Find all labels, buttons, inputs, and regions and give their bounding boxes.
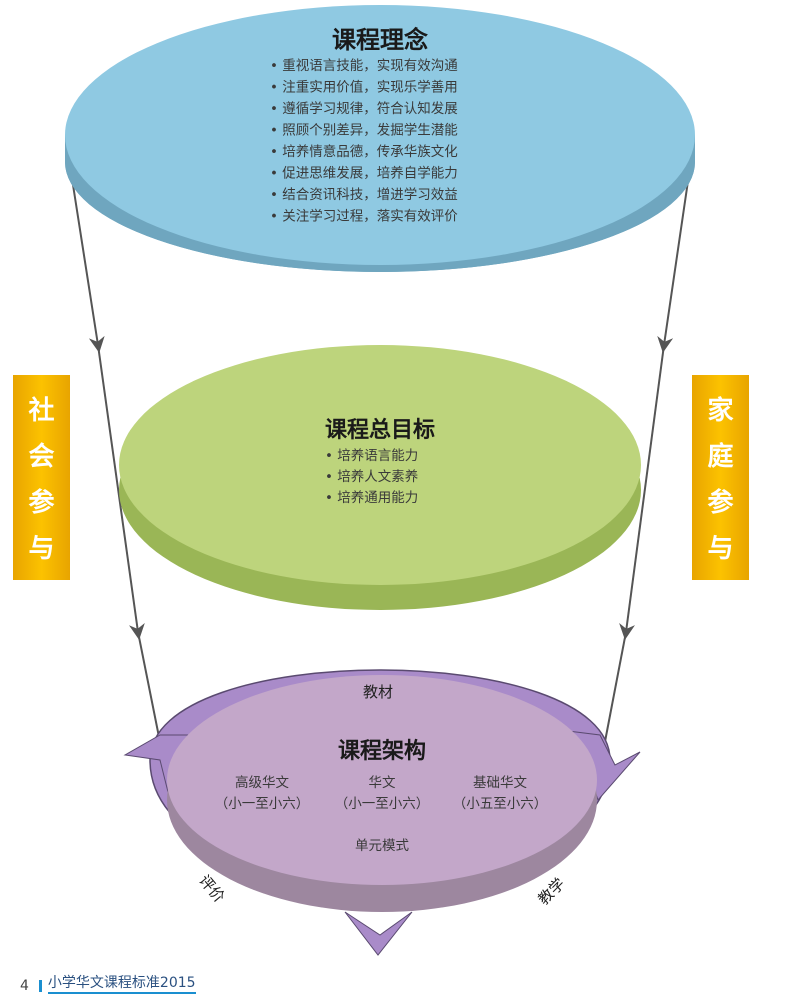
list-item: • 重视语言技能，实现有效沟通 (270, 58, 458, 74)
list-item: • 培养通用能力 (325, 490, 418, 506)
side-char: 会 (28, 441, 55, 472)
course-range: （小一至小六） (335, 796, 430, 812)
side-char: 与 (707, 534, 734, 565)
philosophy-title: 课程理念 (332, 26, 428, 54)
list-item: • 结合资讯科技，增进学习效益 (270, 187, 458, 203)
cycle-label-teaching: 教学 (534, 874, 568, 908)
list-item: • 促进思维发展，培养自学能力 (270, 166, 458, 182)
course-name: 华文 (369, 775, 396, 791)
cycle-label-materials: 教材 (363, 683, 393, 701)
side-char: 庭 (707, 441, 734, 472)
family-participation-label: 家 庭 参 与 (692, 375, 749, 580)
footer-divider (38, 980, 42, 992)
cycle-label-assessment: 评价 (195, 872, 228, 907)
list-item: • 注重实用价值，实现乐学善用 (270, 80, 458, 96)
structure-disk: 课程架构 高级华文 （小一至小六） 华文 （小一至小六） 基础华文 （小五至小六… (123, 669, 641, 956)
page-number: 4 (20, 978, 29, 994)
list-item: • 关注学习过程，落实有效评价 (270, 209, 458, 225)
page-footer: 4 小学华文课程标准2015 (20, 972, 196, 994)
list-item: • 照顾个别差异，发掘学生潜能 (270, 123, 458, 139)
course-name: 高级华文 (235, 774, 289, 791)
course-range: （小五至小六） (453, 796, 548, 812)
side-char: 与 (28, 534, 55, 565)
side-char: 家 (707, 395, 734, 426)
document-title: 小学华文课程标准2015 (47, 972, 196, 994)
arrow-head-bottom (344, 911, 413, 956)
list-item: • 培养语言能力 (325, 448, 418, 464)
side-char: 参 (707, 488, 734, 519)
philosophy-disk: 课程理念 • 重视语言技能，实现有效沟通 • 注重实用价值，实现乐学善用 • 遵循学… (65, 5, 695, 272)
side-char: 社 (28, 395, 55, 426)
course-name: 基础华文 (473, 774, 527, 791)
list-item: • 培养人文素养 (325, 469, 418, 485)
list-item: • 培养情意品德，传承华族文化 (270, 143, 458, 160)
goals-title: 课程总目标 (325, 417, 435, 443)
structure-title: 课程架构 (338, 738, 426, 764)
community-participation-label: 社 会 参 与 (13, 375, 70, 580)
goals-disk: 课程总目标 • 培养语言能力 • 培养人文素养 • 培养通用能力 (119, 345, 641, 610)
side-char: 参 (28, 488, 55, 519)
list-item: • 遵循学习规律，符合认知发展 (270, 100, 458, 117)
course-range: （小一至小六） (215, 796, 310, 812)
unit-mode: 单元模式 (355, 838, 409, 854)
